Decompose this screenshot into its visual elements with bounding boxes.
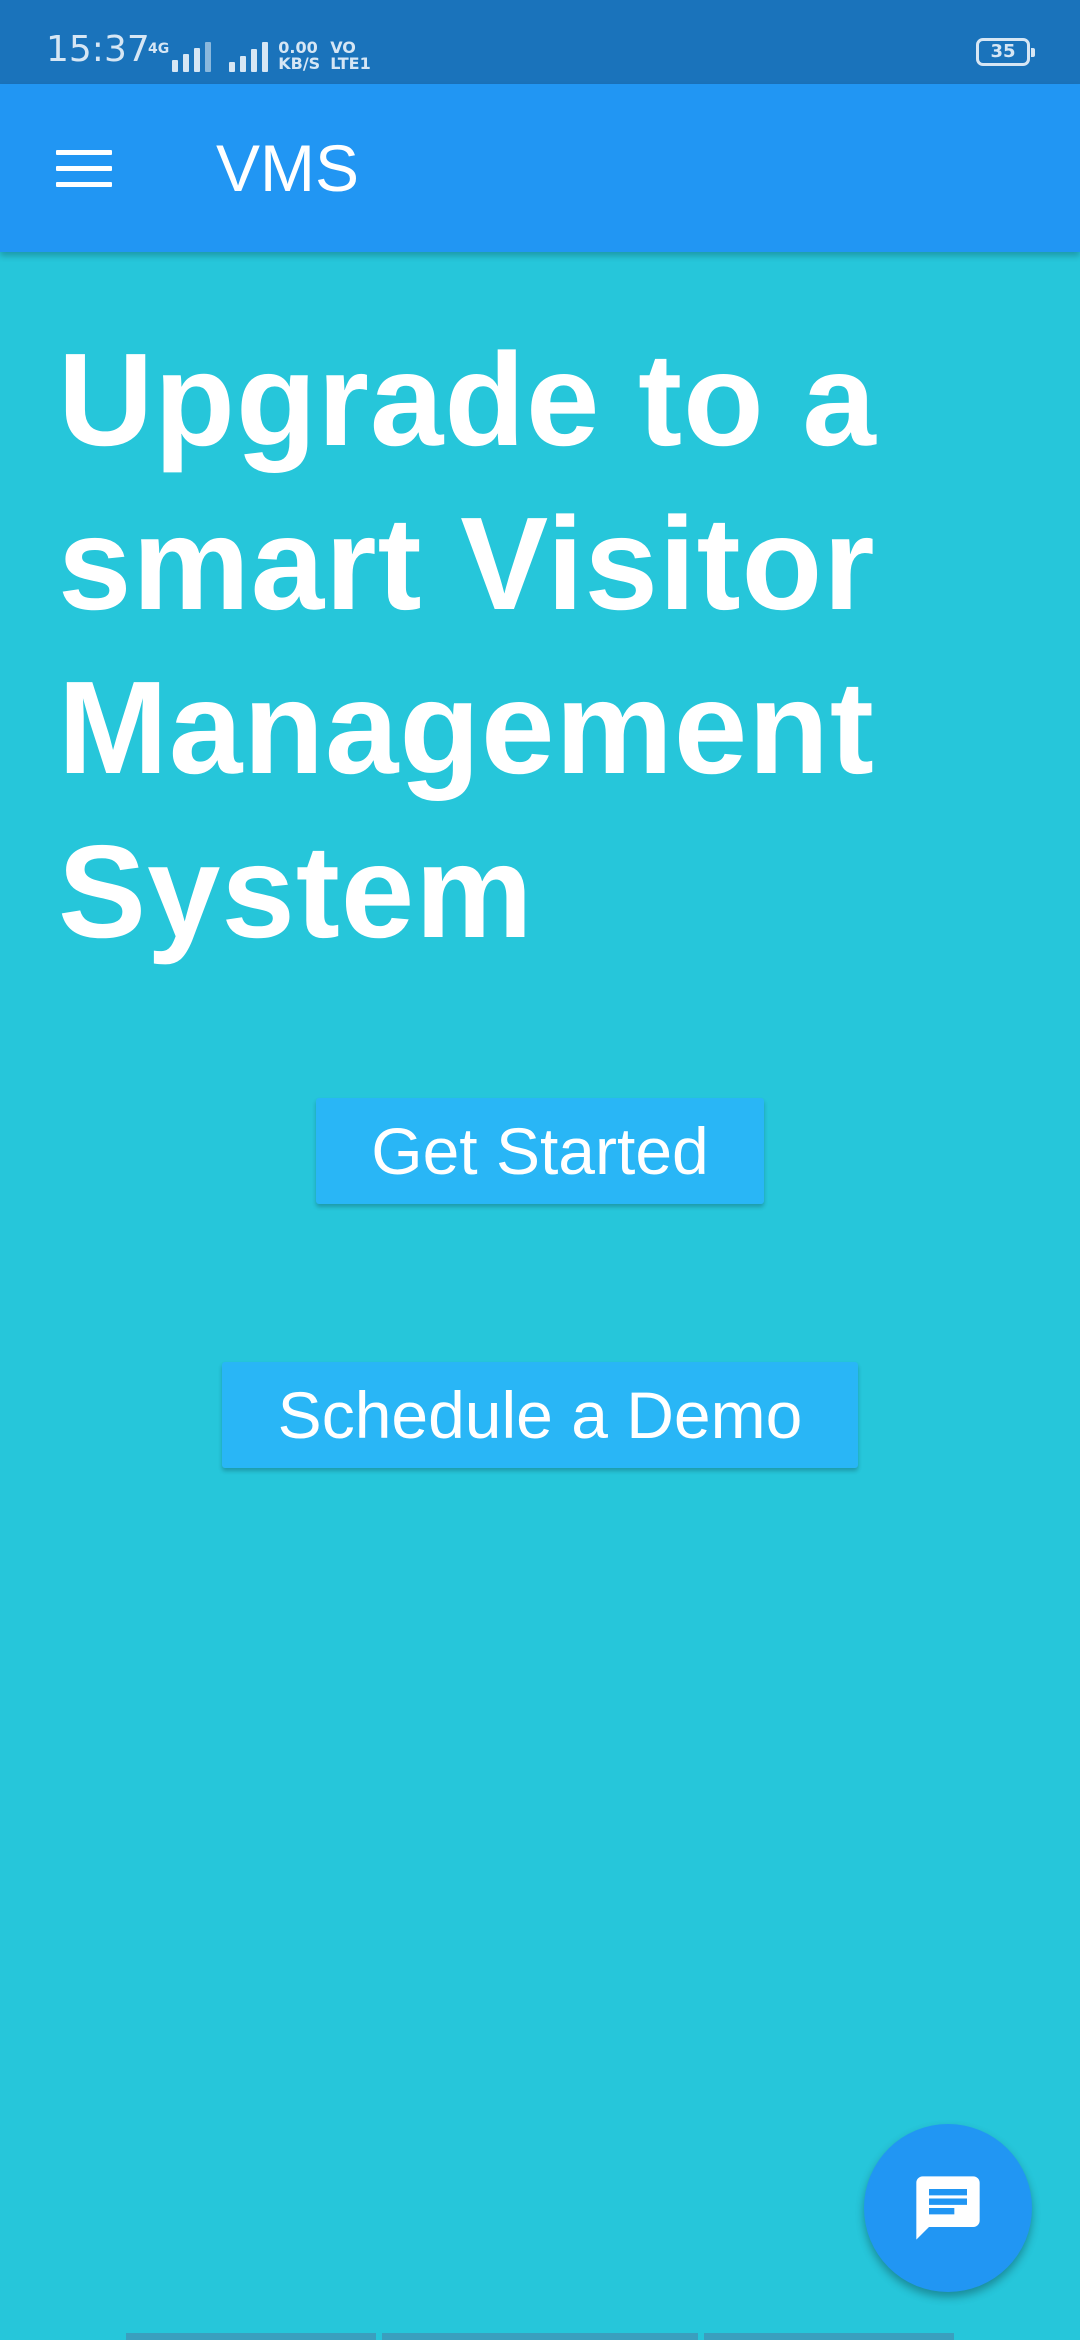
schedule-demo-button[interactable]: Schedule a Demo	[222, 1362, 858, 1468]
app-title: VMS	[216, 131, 360, 205]
data-speed-unit: KB/S	[278, 54, 321, 73]
battery-icon: 35	[976, 38, 1035, 66]
headline-line-2: smart Visitor	[58, 490, 876, 637]
sim1-signal: 4G	[148, 41, 212, 72]
volte-top: VO	[330, 38, 356, 57]
hamburger-menu-icon[interactable]	[56, 150, 112, 188]
data-speed-value: 0.00	[278, 38, 318, 57]
status-bar: 15:37 4G 0.00 KB/S VO LTE1 35	[0, 0, 1080, 84]
get-started-button[interactable]: Get Started	[316, 1098, 764, 1204]
chat-message-icon	[916, 2176, 980, 2240]
chat-fab-button[interactable]	[864, 2124, 1032, 2292]
headline-line-1: Upgrade to a	[58, 326, 877, 473]
headline-line-3: Management	[58, 654, 875, 801]
data-speed: 0.00 KB/S	[278, 40, 320, 72]
volte-indicator: VO LTE1	[330, 40, 371, 72]
volte-bottom: LTE1	[330, 54, 371, 73]
status-time: 15:37	[46, 29, 150, 70]
status-icons: 4G 0.00 KB/S VO LTE1	[148, 34, 371, 72]
network-type-label: 4G	[148, 41, 170, 57]
app-bar: VMS	[0, 84, 1080, 252]
headline-line-4: System	[58, 818, 534, 965]
sim2-signal-icon	[229, 42, 269, 72]
sim1-signal-icon	[172, 42, 212, 72]
gesture-nav-bar	[0, 2330, 1080, 2340]
